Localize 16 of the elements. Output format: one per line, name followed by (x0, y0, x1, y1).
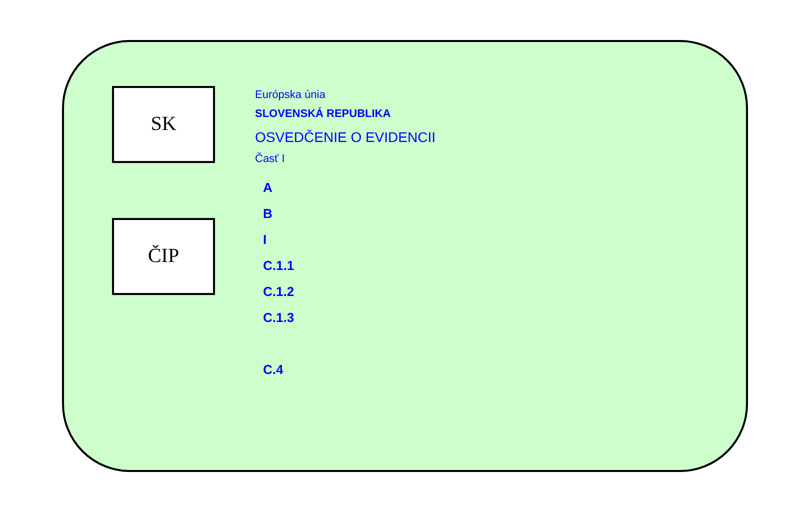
text-box (112, 218, 215, 295)
field-code: B (263, 207, 272, 220)
card-background (62, 40, 748, 472)
field-code: A (263, 181, 272, 194)
box-label: SK (150, 113, 176, 136)
field-code: C.1.1 (263, 259, 294, 272)
union-label: Európska únia (255, 90, 326, 101)
document-title: OSVEDČENIE O EVIDENCII (255, 130, 436, 144)
field-code: C.1.2 (263, 285, 294, 298)
field-code: C.1.3 (263, 311, 294, 324)
box-label: ČIP (148, 245, 180, 268)
country-label: SLOVENSKÁ REPUBLIKA (255, 109, 391, 120)
part-label: Časť I (255, 154, 285, 165)
text-box (112, 86, 215, 163)
field-code: C.4 (263, 363, 284, 376)
field-code: I (263, 233, 267, 246)
